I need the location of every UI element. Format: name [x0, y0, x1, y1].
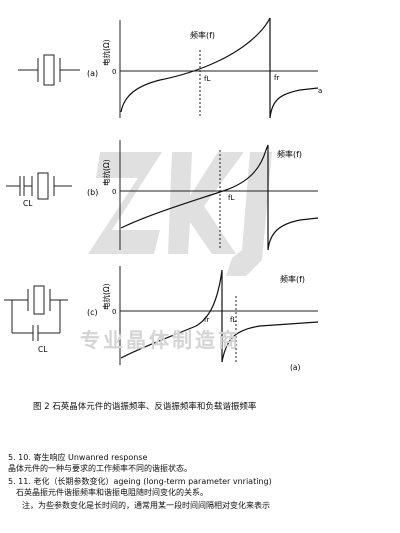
section-5-11-text: 石英晶振元件谐振频率和谐振电阻随时间变化的关系。 [16, 488, 208, 497]
fL-label-b: fL [228, 194, 234, 202]
crystal-symbol-c [4, 285, 68, 341]
fr-label-c: fr [204, 316, 209, 324]
panel-a: (a) 电抗(Ω) 频率(f) 0 fL fr a [18, 17, 322, 119]
fr-label-a: fr [274, 74, 279, 82]
reactance-curve-b [120, 144, 319, 251]
xlabel-c: 频率(f) [280, 274, 305, 284]
reactance-curve-a [120, 17, 319, 119]
panel-label-c: (c) [87, 308, 98, 317]
ylabel-b: 电抗(Ω) [101, 159, 111, 186]
reactance-figure: (a) 电抗(Ω) 频率(f) 0 fL fr a CL (b) 电抗(Ω) 频… [4, 17, 322, 372]
panel-label-a: (a) [87, 69, 98, 78]
panel-c: CL (c) 电抗(Ω) 频率(f) 0 fr fL (a) [4, 266, 319, 372]
xlabel-b: 频率(f) [277, 149, 302, 159]
section-5-10-text: 晶体元件的一种与要求的工作频率不同的谐振状态。 [8, 464, 192, 473]
fL-label-a: fL [204, 75, 210, 83]
axis-end-a: a [318, 87, 322, 95]
origin-a: 0 [112, 68, 116, 76]
panel-label-b: (b) [87, 188, 98, 197]
figure-caption: 图 2 石英晶体元件的谐振频率、反谐振频率和负载谐振频率 [33, 402, 257, 412]
crystal-symbol-b [6, 172, 72, 200]
watermark-text: 专业晶体制造商 [80, 328, 241, 352]
xlabel-a: 频率(f) [190, 30, 215, 40]
ylabel-a: 电抗(Ω) [101, 39, 111, 66]
cl-label-b: CL [23, 199, 33, 208]
cl-label-c: CL [38, 345, 48, 354]
section-5-11-heading: 5. 11. 老化（长期参数变化）ageing (long-term param… [8, 477, 272, 486]
crystal-symbol-a [18, 54, 80, 86]
origin-c: 0 [112, 308, 116, 316]
fL-label-c: fL [230, 316, 236, 324]
origin-b: 0 [112, 188, 116, 196]
panel-b: CL (b) 电抗(Ω) 频率(f) 0 fL [6, 140, 319, 251]
section-5-11-note: 注，为些参数变化是长时间的，通常用某一段时间间隔相对变化来表示 [22, 501, 270, 510]
ylabel-c: 电抗(Ω) [101, 283, 111, 310]
watermark-logo [88, 152, 272, 276]
corner-label-c: (a) [290, 363, 301, 372]
section-5-10-heading: 5. 10. 寄生响应 Unwanred response [8, 453, 148, 462]
reactance-curve-c [120, 269, 319, 363]
